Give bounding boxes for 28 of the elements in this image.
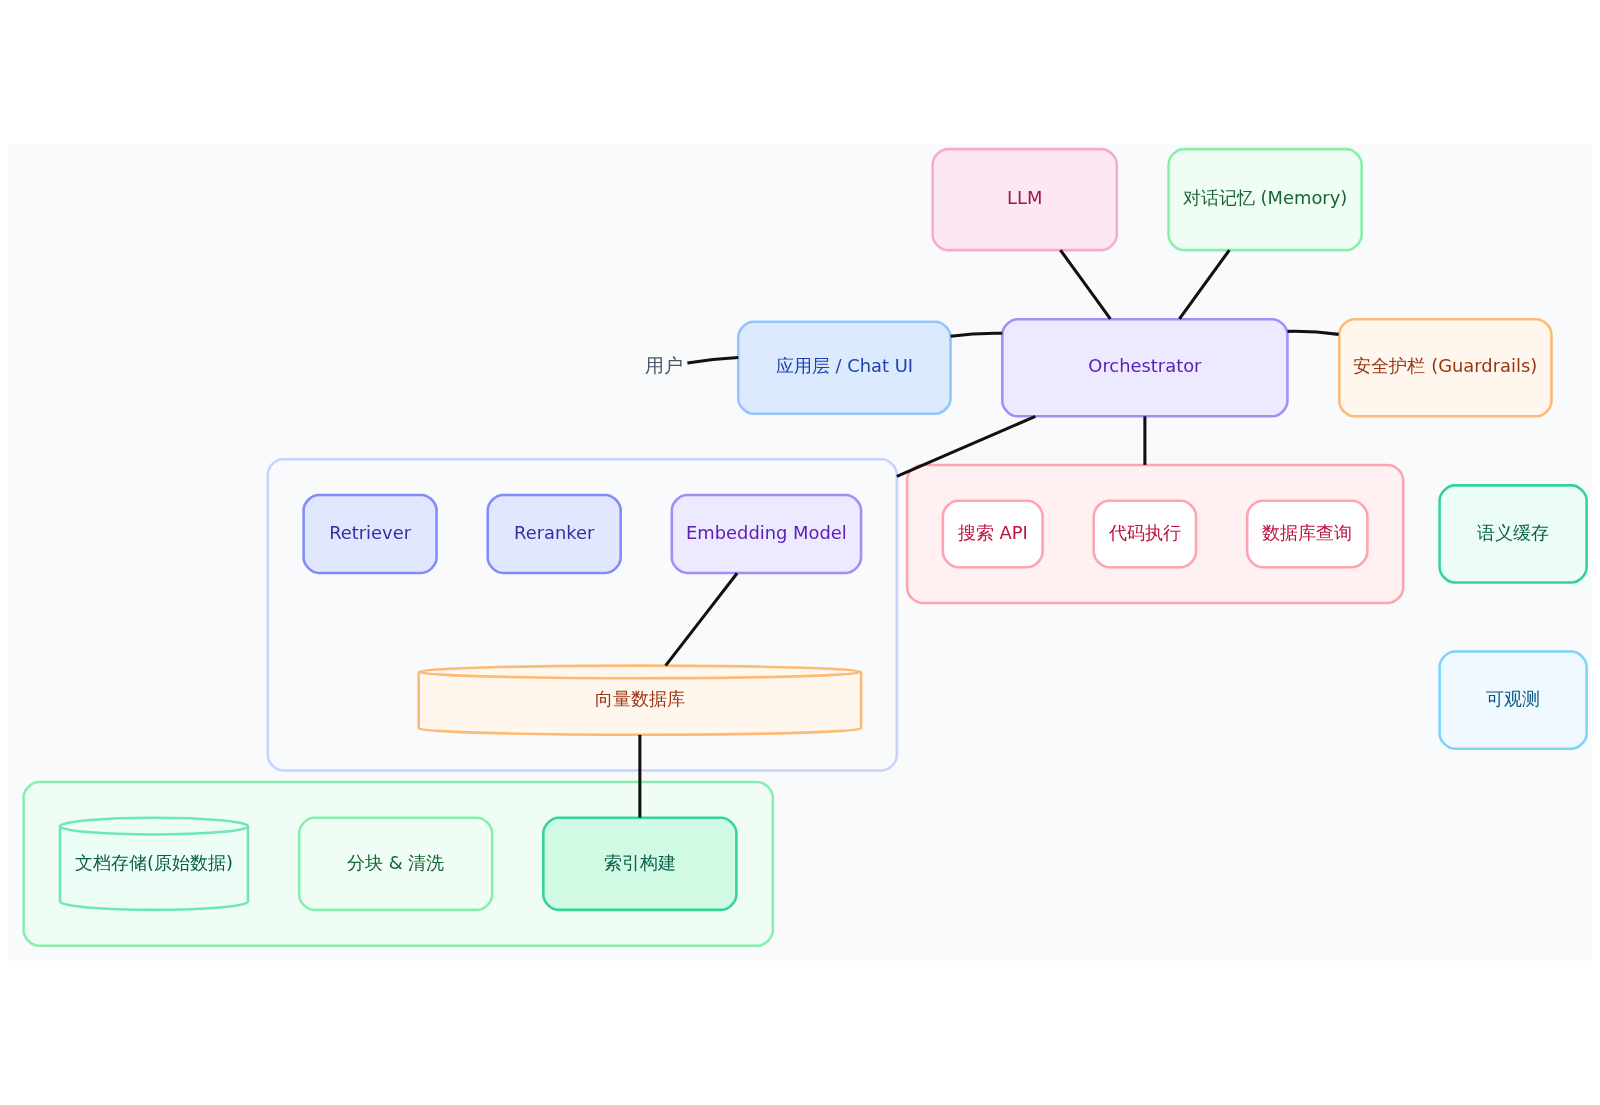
connector	[638, 734, 642, 818]
connector	[1178, 249, 1231, 320]
cluster	[22, 780, 775, 947]
connector	[950, 331, 1003, 338]
node-box: Retriever	[302, 493, 438, 575]
connector	[664, 572, 739, 667]
node-box: Reranker	[486, 493, 622, 575]
node-box: Orchestrator	[1001, 317, 1289, 418]
connector	[1059, 249, 1112, 320]
node-box: LLM	[931, 147, 1119, 252]
node-box: Embedding Model	[670, 493, 863, 575]
node-box: 可观测	[1438, 650, 1588, 751]
node-box: 搜索 API	[941, 499, 1044, 569]
connector	[1287, 329, 1339, 336]
node-box: 对话记忆 (Memory)	[1167, 147, 1363, 252]
cluster	[266, 457, 899, 772]
node-box: 数据库查询	[1245, 499, 1369, 569]
connector	[896, 414, 1037, 478]
connector	[687, 356, 739, 365]
node-box: 语义缓存	[1438, 484, 1588, 584]
node-box: 索引构建	[542, 816, 738, 912]
node-box: 代码执行	[1092, 499, 1198, 569]
node-text: 用户	[645, 354, 684, 378]
node-box: 安全护栏 (Guardrails)	[1337, 317, 1553, 418]
node-box: 分块 & 清洗	[297, 816, 494, 912]
cluster	[905, 463, 1405, 605]
connector	[1143, 416, 1147, 465]
node-box: 应用层 / Chat UI	[737, 320, 952, 416]
